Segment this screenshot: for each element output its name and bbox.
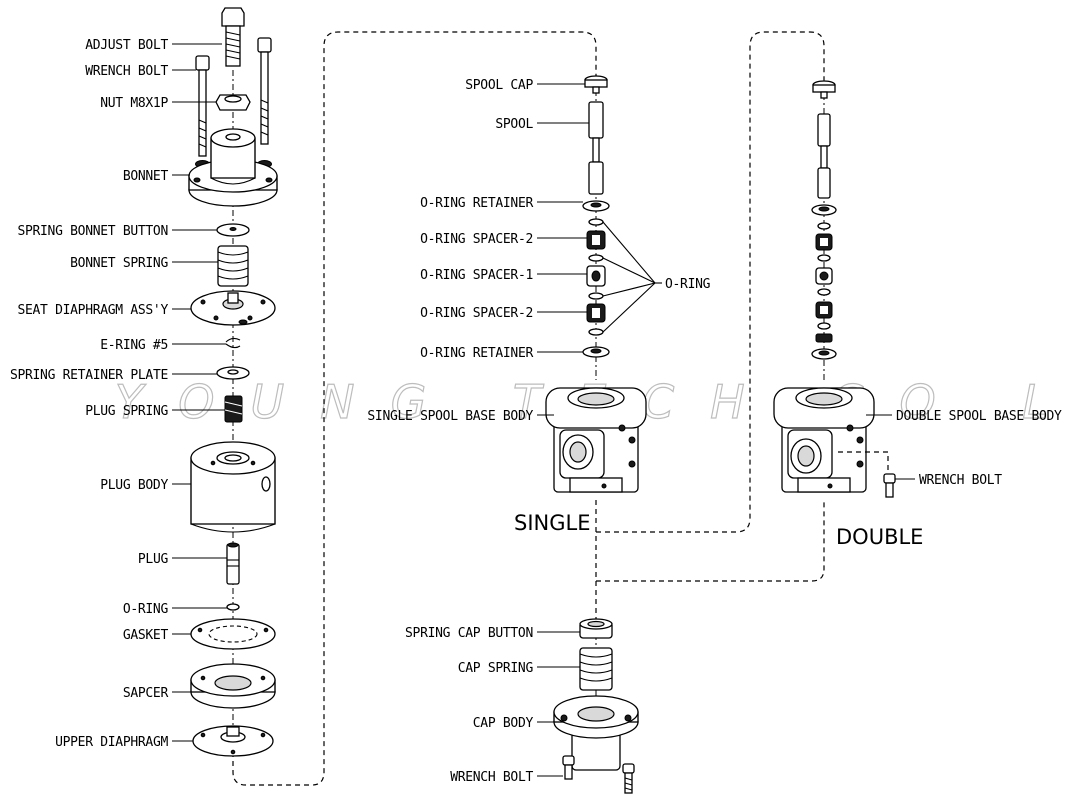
label-plug-spring: PLUG SPRING (85, 404, 168, 419)
wrench-bolt-right (257, 37, 272, 168)
spring-cap-button (579, 618, 613, 639)
label-nut-m8x1p: NUT M8X1P (100, 96, 168, 111)
label-spring-retainer-plate: SPRING RETAINER PLATE (10, 368, 168, 383)
left-assembly (188, 7, 278, 757)
cap-body (553, 695, 639, 771)
label-spool-cap: SPOOL CAP (465, 78, 533, 93)
label-plug-body: PLUG BODY (100, 478, 168, 493)
label-double-spool-base-body: DOUBLE SPOOL BASE BODY (896, 409, 1062, 424)
spool-cap-double (812, 80, 836, 99)
plug-spring (224, 395, 243, 423)
label-wrench-bolt: WRENCH BOLT (85, 64, 168, 79)
label-spring-cap-button: SPRING CAP BUTTON (405, 626, 533, 641)
label-o-ring-spacer-1: O-RING SPACER-1 (420, 268, 533, 283)
wrench-bolt-cap (562, 755, 635, 794)
o-ring-stack-single (582, 200, 610, 358)
spacer (190, 663, 276, 709)
label-o-ring-left: O-RING (123, 602, 169, 617)
cap-spring (579, 647, 613, 691)
cap-assembly (553, 618, 639, 794)
double-spool-base-body (773, 387, 889, 493)
center-labels: SPOOL CAP SPOOL O-RING RETAINER O-RING S… (367, 78, 711, 785)
label-adjust-bolt: ADJUST BOLT (85, 38, 168, 53)
upper-diaphragm (192, 725, 274, 757)
seat-diaphragm (190, 290, 276, 326)
label-cap-body: CAP BODY (473, 716, 534, 731)
single-spool-base-body (545, 387, 647, 493)
label-o-ring-spacer-2-bottom: O-RING SPACER-2 (420, 306, 533, 321)
spool (588, 101, 604, 195)
label-plug: PLUG (138, 552, 169, 567)
left-labels: ADJUST BOLT WRENCH BOLT NUT M8X1P BONNET… (10, 38, 169, 750)
nut-m8x1p (215, 94, 251, 111)
label-seat-diaphragm: SEAT DIAPHRAGM ASS'Y (17, 303, 168, 318)
label-o-ring-retainer-bottom: O-RING RETAINER (420, 346, 533, 361)
label-cap-spring: CAP SPRING (458, 661, 534, 676)
label-bonnet-spring: BONNET SPRING (70, 256, 168, 271)
label-bonnet: BONNET (123, 169, 169, 184)
label-spacer: SAPCER (123, 686, 169, 701)
e-ring (225, 337, 241, 349)
right-labels: DOUBLE SPOOL BASE BODY WRENCH BOLT (896, 409, 1062, 488)
label-gasket: GASKET (123, 628, 169, 643)
spring-bonnet-button (216, 223, 250, 237)
variant-label-single: SINGLE (514, 511, 590, 535)
o-ring-left (226, 603, 240, 611)
gasket (190, 618, 276, 650)
bonnet (188, 128, 278, 207)
label-single-spool-base-body: SINGLE SPOOL BASE BODY (367, 409, 533, 424)
label-o-ring-spacer-2-top: O-RING SPACER-2 (420, 232, 533, 247)
wrench-bolt-double (883, 473, 896, 498)
label-e-ring: E-RING #5 (100, 338, 168, 353)
single-assembly (545, 75, 647, 493)
assembly-path-lines (232, 31, 825, 786)
variant-label-double: DOUBLE (836, 525, 923, 549)
double-assembly (773, 80, 896, 498)
label-spring-bonnet-button: SPRING BONNET BUTTON (17, 224, 168, 239)
plug (226, 542, 240, 585)
label-wrench-bolt-cap: WRENCH BOLT (450, 770, 533, 785)
o-ring-stack-double (811, 204, 837, 360)
leader-lines (172, 43, 915, 777)
spool-double (817, 113, 831, 199)
label-spool: SPOOL (495, 117, 533, 132)
spool-cap (584, 75, 608, 94)
bonnet-spring (217, 245, 249, 287)
wrench-bolt-left (195, 55, 210, 168)
label-o-ring-group: O-RING (665, 277, 711, 292)
label-upper-diaphragm: UPPER DIAPHRAGM (55, 735, 168, 750)
label-wrench-bolt-double: WRENCH BOLT (919, 473, 1002, 488)
label-o-ring-retainer-top: O-RING RETAINER (420, 196, 533, 211)
plug-body (190, 441, 276, 533)
spring-retainer-plate (216, 366, 250, 380)
adjust-bolt (221, 7, 245, 67)
